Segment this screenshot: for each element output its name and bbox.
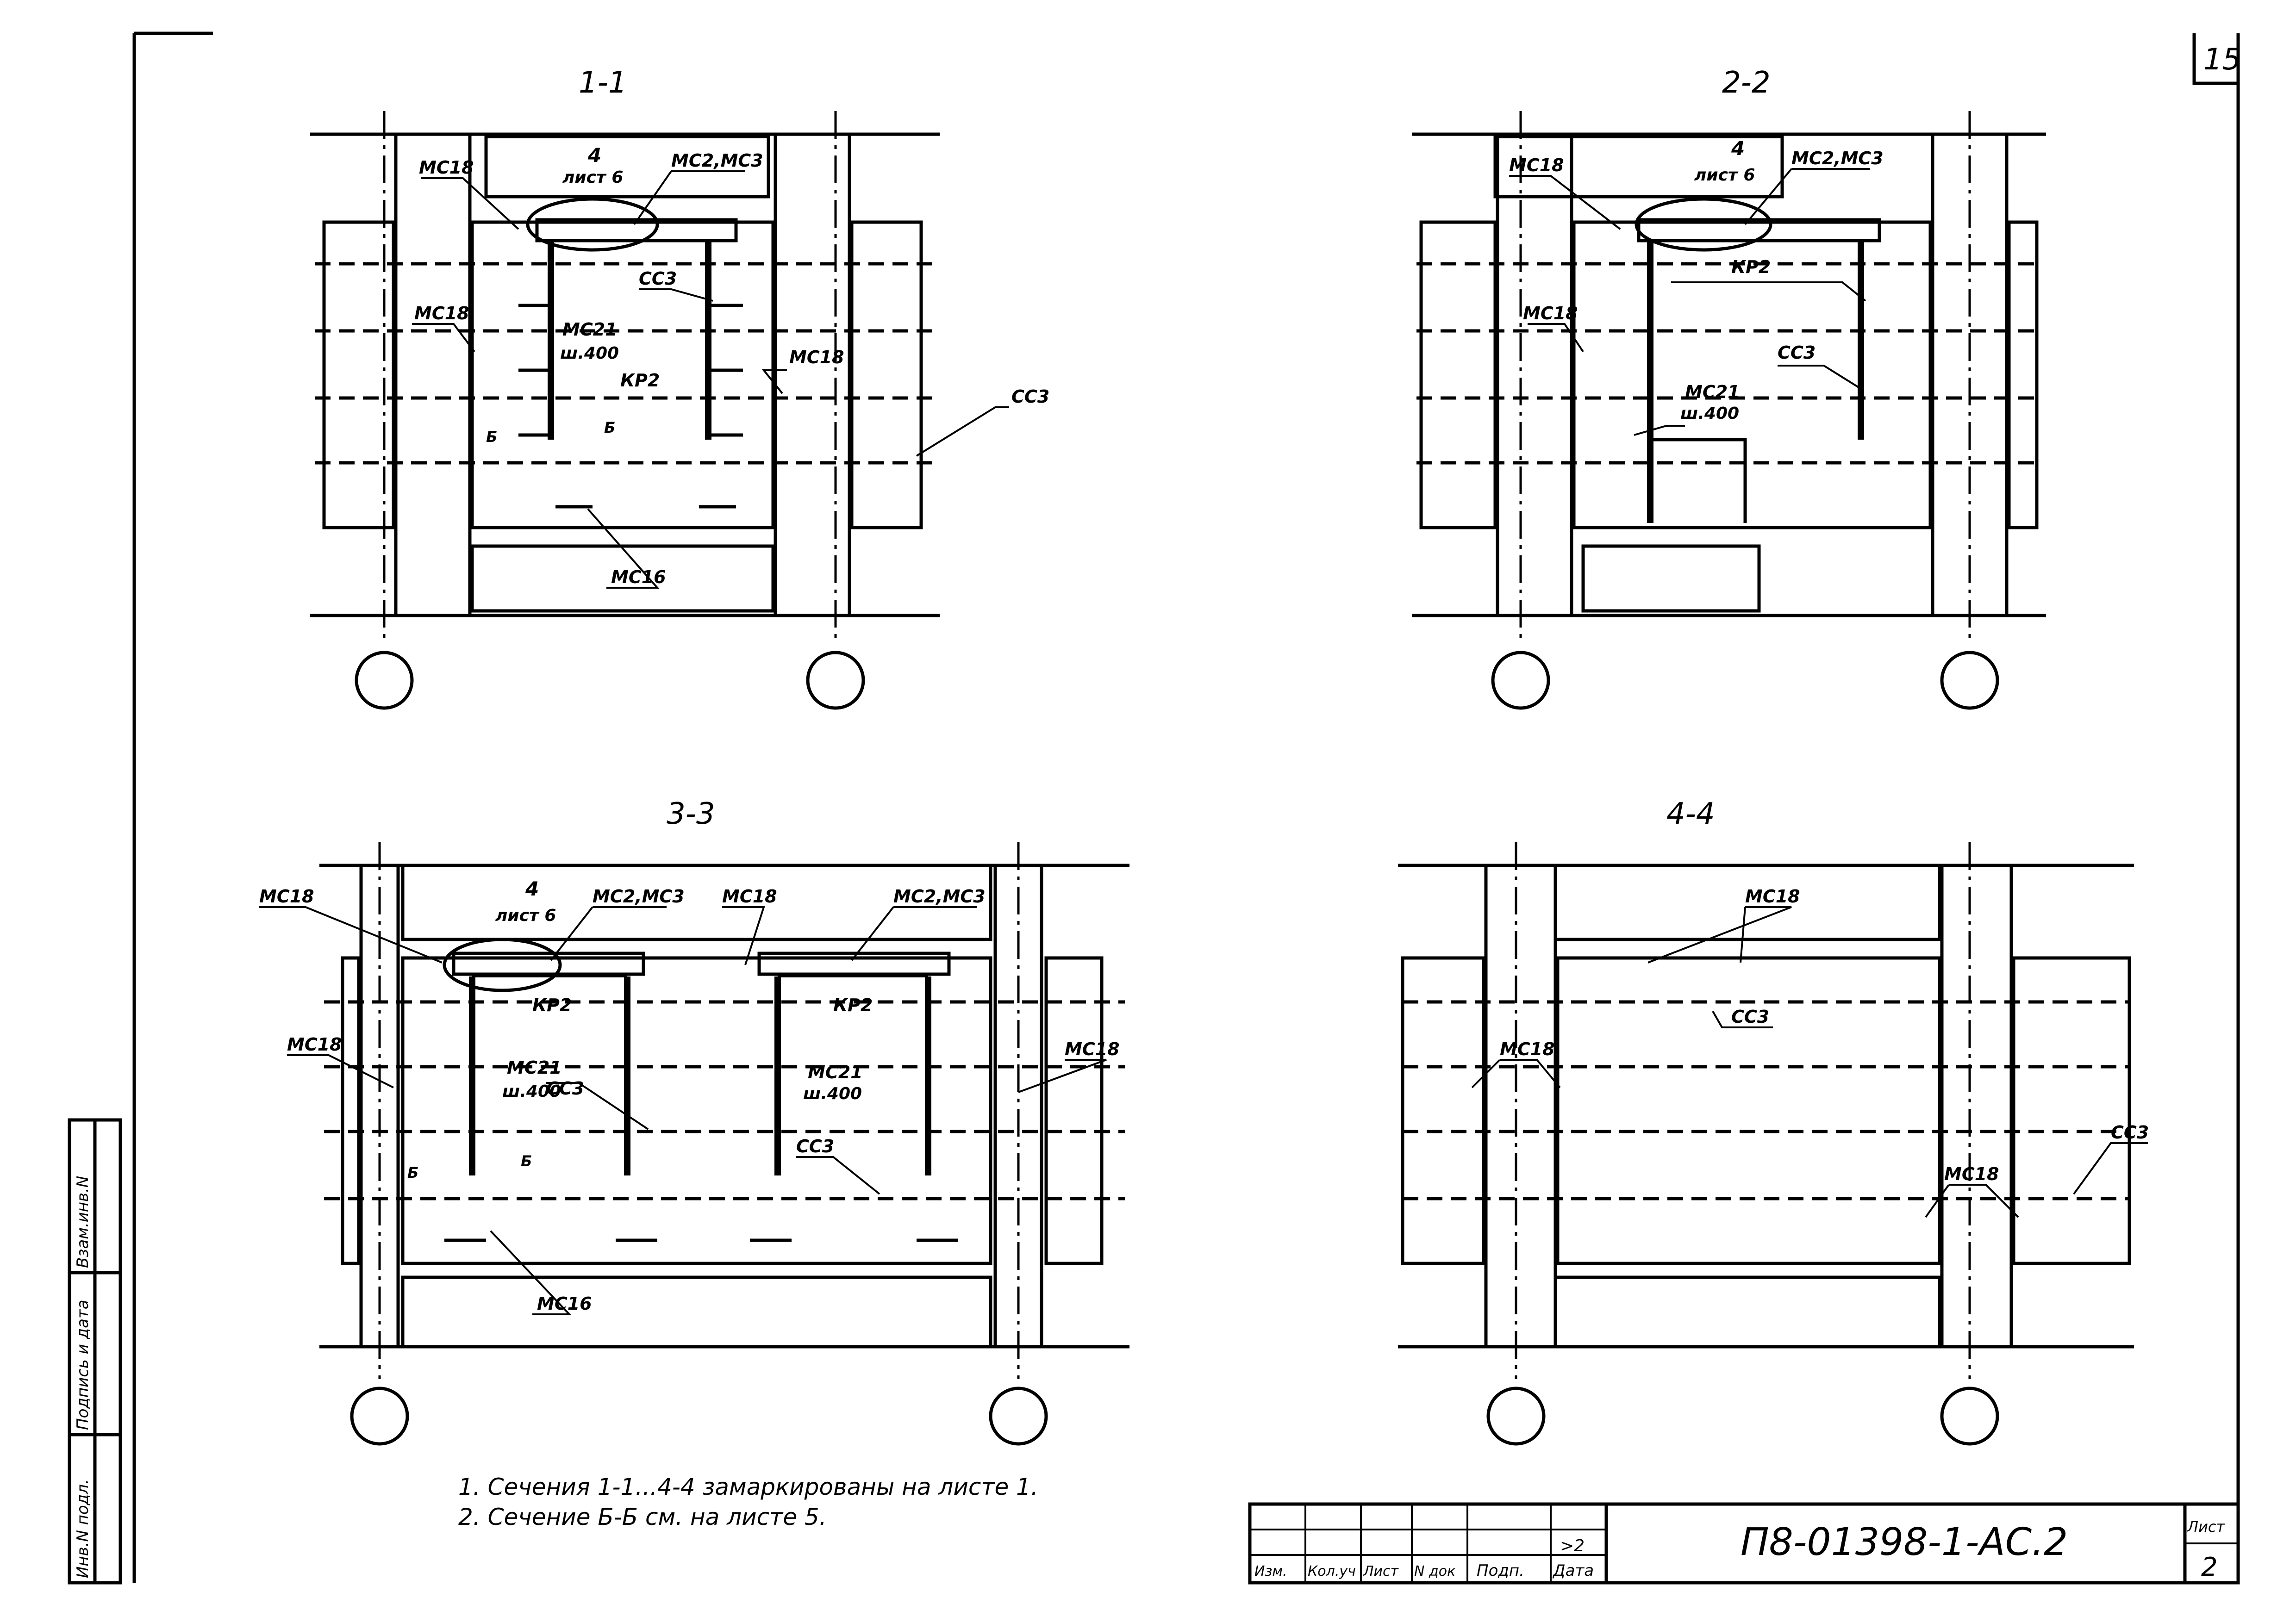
label-mc2-mc3: МС2,МС3 <box>1791 148 1884 168</box>
label-mc16: МС16 <box>537 1293 592 1314</box>
label-mc21-step: ш.400 <box>560 344 619 363</box>
label-node-sheet: лист 6 <box>495 906 556 925</box>
title-col-kolych: Кол.уч <box>1308 1563 1356 1579</box>
label-node-num: 4 <box>1731 137 1745 160</box>
section-title: 1-1 <box>579 66 627 100</box>
label-mc2-mc3: МС2,МС3 <box>671 150 763 171</box>
label-mc21-step: ш.400 <box>1680 404 1739 423</box>
label-mc18-top: МС18 <box>419 157 474 178</box>
label-mc18-top: МС18 <box>1745 886 1800 907</box>
label-mc16: МС16 <box>611 567 666 587</box>
label-b-right: Б <box>521 1152 532 1170</box>
label-mc21: МС21 <box>562 319 618 340</box>
corner-sheet-number: 15 <box>2203 43 2241 77</box>
label-node-num: 4 <box>587 144 601 167</box>
note-2: 2. Сечение Б-Б см. на листе 5. <box>458 1504 827 1530</box>
label-mc18-left: МС18 <box>414 303 469 323</box>
side-stamp: Взам.инв.N Подпись и дата Инв.N подл. <box>68 1118 122 1585</box>
label-b-right: Б <box>604 419 615 436</box>
note-1: 1. Сечения 1-1...4-4 замаркированы на ли… <box>458 1474 1038 1500</box>
sheet-label: Лист <box>2187 1518 2225 1536</box>
label-mc18-tm: МС18 <box>722 886 777 907</box>
section-4-4: 4-4 МС18 СС3 МС18 СС3 МС18 <box>1398 797 2149 1446</box>
label-mc21-b-step: ш.400 <box>803 1084 862 1103</box>
label-cc3-right: СС3 <box>1011 386 1049 407</box>
label-mc18-tl: МС18 <box>259 886 314 907</box>
sheet-value: 2 <box>2201 1552 2218 1582</box>
label-cc3-inner: СС3 <box>1731 1007 1769 1027</box>
section-3-3: 3-3 <box>259 797 1129 1446</box>
title-col-data: Дата <box>1552 1561 1594 1580</box>
title-block: Изм. Кол.уч Лист N док Подп. Дата >2 П8-… <box>1248 1502 2240 1585</box>
label-cc3-a: СС3 <box>546 1078 584 1099</box>
title-col-list: Лист <box>1363 1563 1399 1579</box>
label-node-sheet: лист 6 <box>1694 166 1755 185</box>
title-col-podp: Подп. <box>1477 1561 1524 1580</box>
label-mc18-left: МС18 <box>1500 1039 1555 1059</box>
label-kp2-b: КР2 <box>833 995 873 1015</box>
label-cc3-b: СС3 <box>796 1136 834 1157</box>
label-mc18-top: МС18 <box>1509 155 1564 175</box>
label-mc18-right: МС18 <box>1065 1039 1120 1059</box>
section-1-1: 1-1 <box>310 66 1049 710</box>
section-2-2: 2-2 МС18 4 лист 6 МС2,МС3 КР2 М <box>1412 66 2046 710</box>
label-node-sheet: лист 6 <box>562 168 623 187</box>
label-kp2: КР2 <box>620 370 660 391</box>
drawing-code: П8-01398-1-АС.2 <box>1741 1520 2068 1564</box>
notes: 1. Сечения 1-1...4-4 замаркированы на ли… <box>458 1474 1038 1530</box>
section-title: 2-2 <box>1722 66 1771 100</box>
label-cc3-right: СС3 <box>2111 1122 2149 1143</box>
label-mc18-right: МС18 <box>1944 1164 1999 1184</box>
title-col-izm: Изм. <box>1254 1563 1287 1579</box>
label-b-left: Б <box>486 428 497 446</box>
label-cc3-inner: СС3 <box>639 268 677 289</box>
label-cc3: СС3 <box>1778 342 1816 363</box>
stamp-signature-date: Подпись и дата <box>74 1300 92 1430</box>
stamp-replace-inv: Взам.инв.N <box>74 1176 92 1268</box>
title-col-ndok: N док <box>1414 1563 1455 1579</box>
title-marker: >2 <box>1560 1536 1585 1555</box>
label-mc21-a: МС21 <box>507 1057 562 1078</box>
section-title: 4-4 <box>1666 797 1715 831</box>
label-mc2-mc3-b: МС2,МС3 <box>893 886 986 907</box>
stamp-inv-original: Инв.N подл. <box>74 1479 92 1578</box>
section-title: 3-3 <box>667 797 715 831</box>
label-node-num: 4 <box>525 877 539 900</box>
label-mc21-b: МС21 <box>808 1062 863 1082</box>
label-mc18-left: МС18 <box>1523 303 1578 323</box>
label-mc2-mc3-a: МС2,МС3 <box>593 886 685 907</box>
label-mc21: МС21 <box>1685 382 1740 402</box>
label-kp2-a: КР2 <box>532 995 572 1015</box>
sheet-frame: 15 <box>132 31 2241 1585</box>
label-kp2: КР2 <box>1731 257 1771 277</box>
label-mc21-a-step: ш.400 <box>502 1082 561 1101</box>
label-mc18-left: МС18 <box>287 1034 342 1055</box>
label-mc18-right: МС18 <box>789 347 844 367</box>
label-b-left: Б <box>407 1164 418 1181</box>
